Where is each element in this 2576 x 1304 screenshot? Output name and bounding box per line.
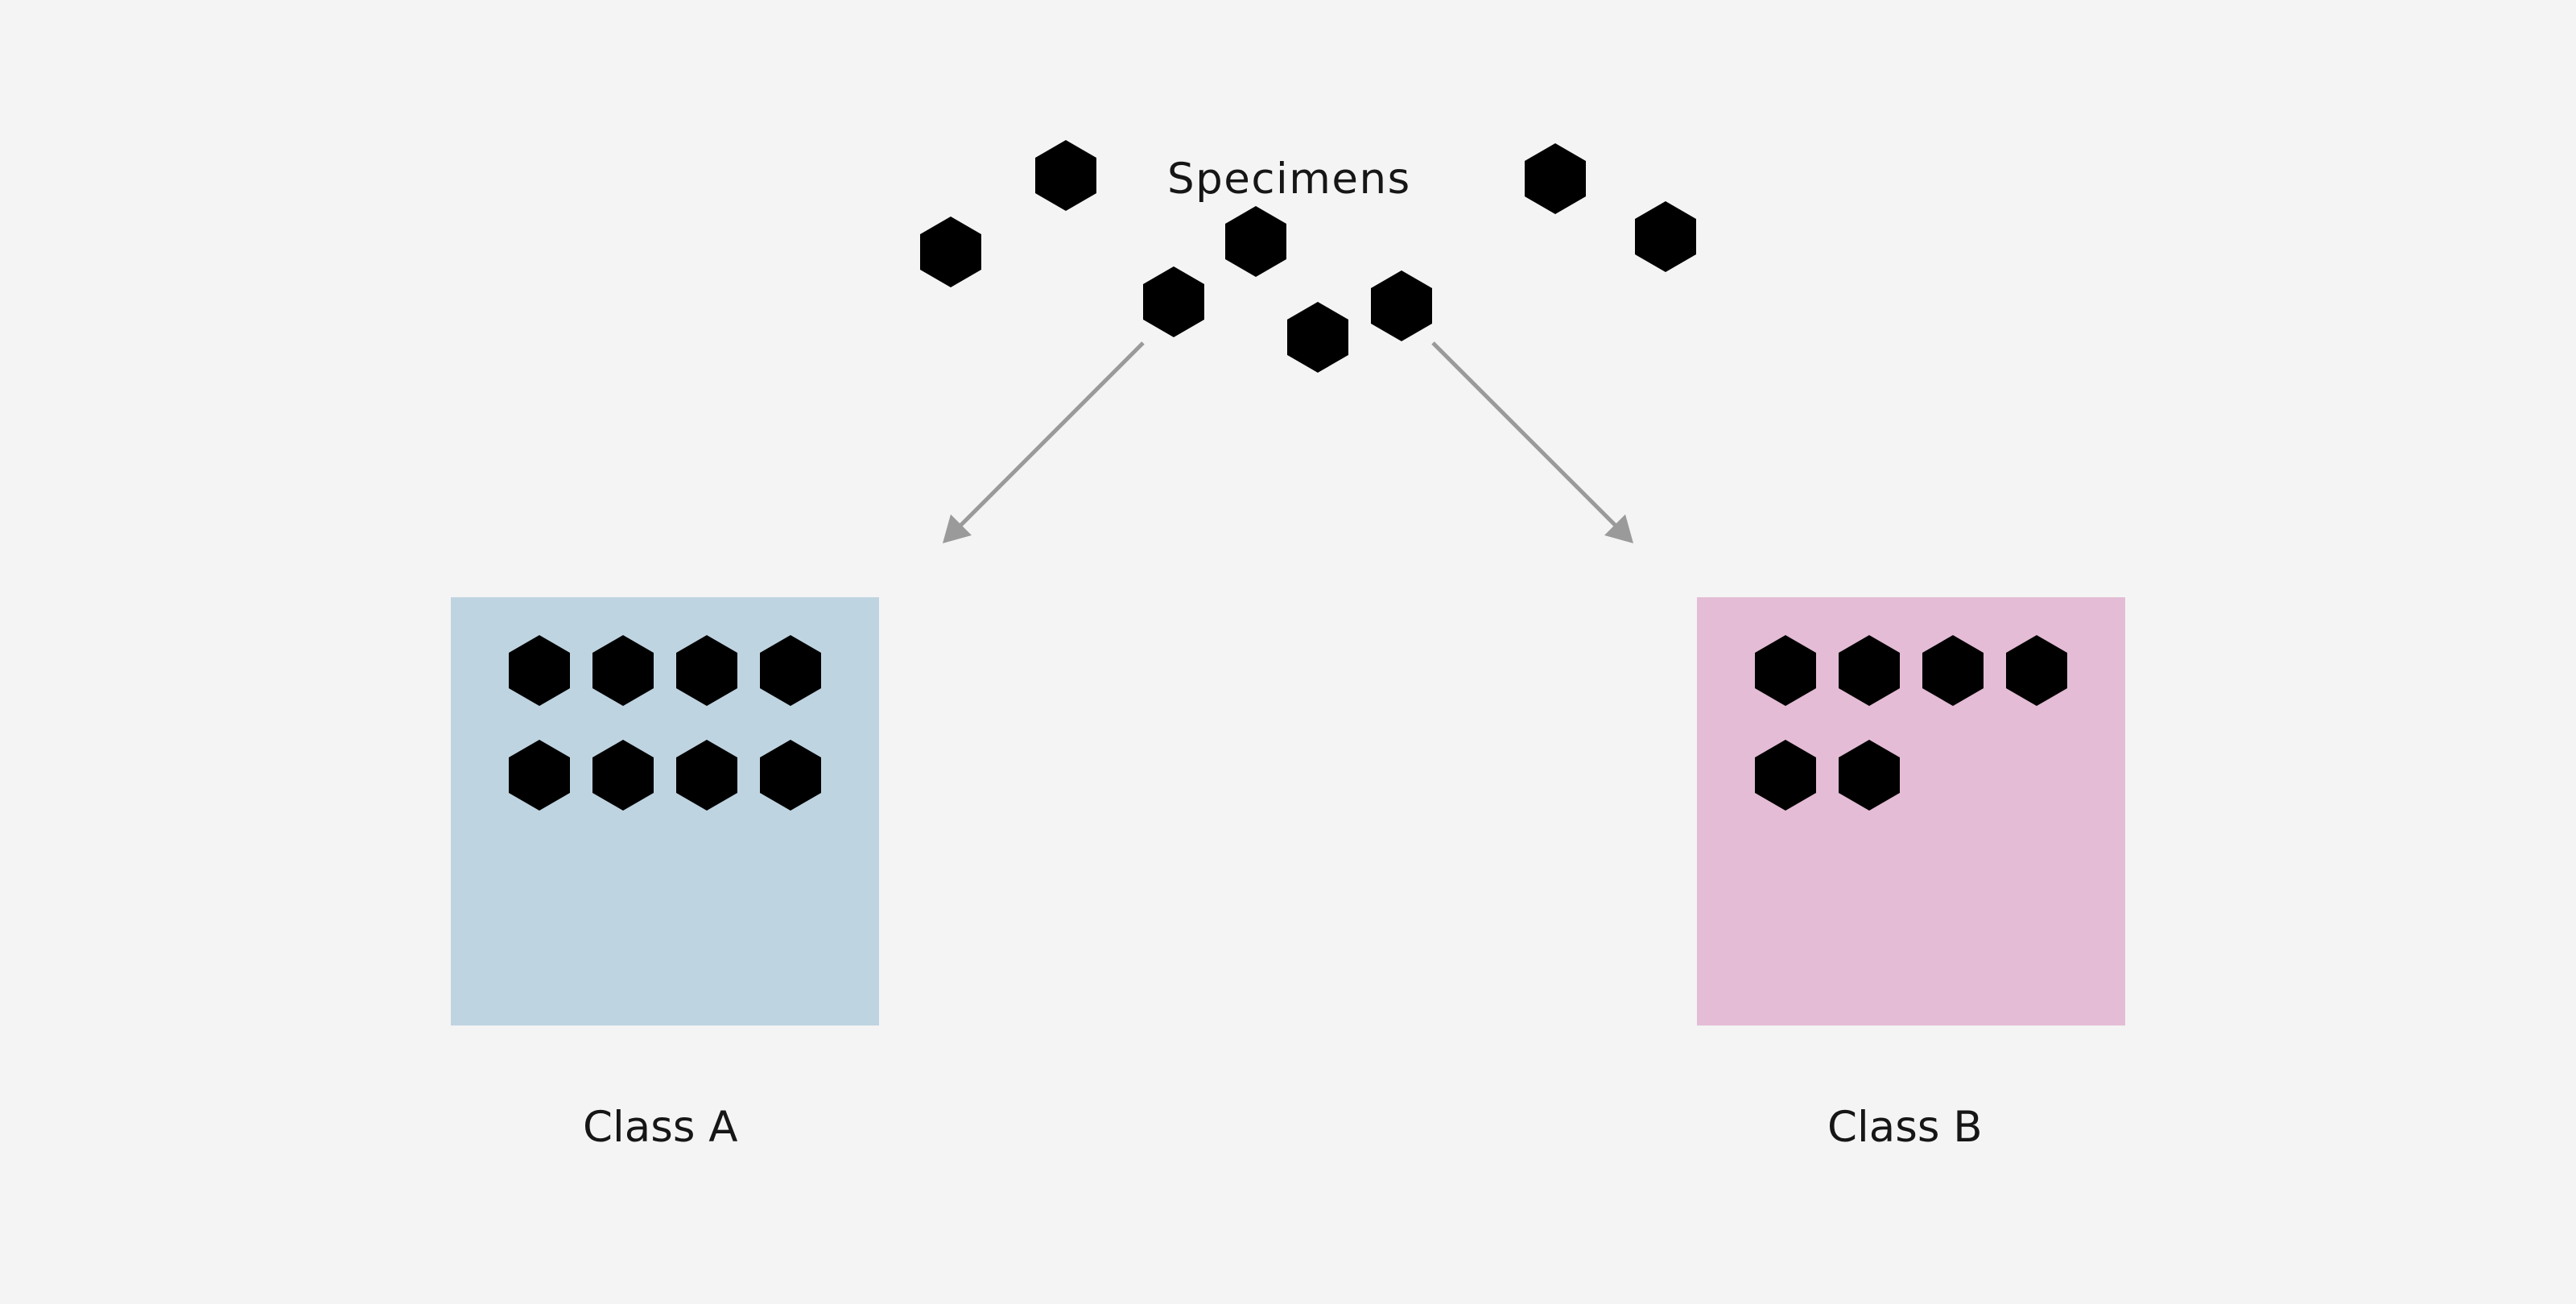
cube-icon [1035,140,1096,211]
specimens-title: Specimens [1167,155,1411,204]
cube-icon [1371,270,1432,341]
cube-icon [1635,201,1696,272]
cube-icon [1287,302,1348,373]
class-a-label: Class A [583,1103,738,1152]
cube-icon [920,217,981,287]
cube-icon [1143,266,1204,337]
class-b-label: Class B [1827,1103,1983,1152]
arrow-to-class-b [1431,341,1633,543]
cube-icon [1225,206,1286,277]
arrow-to-class-a [943,341,1145,543]
cube-icon [1525,143,1586,214]
